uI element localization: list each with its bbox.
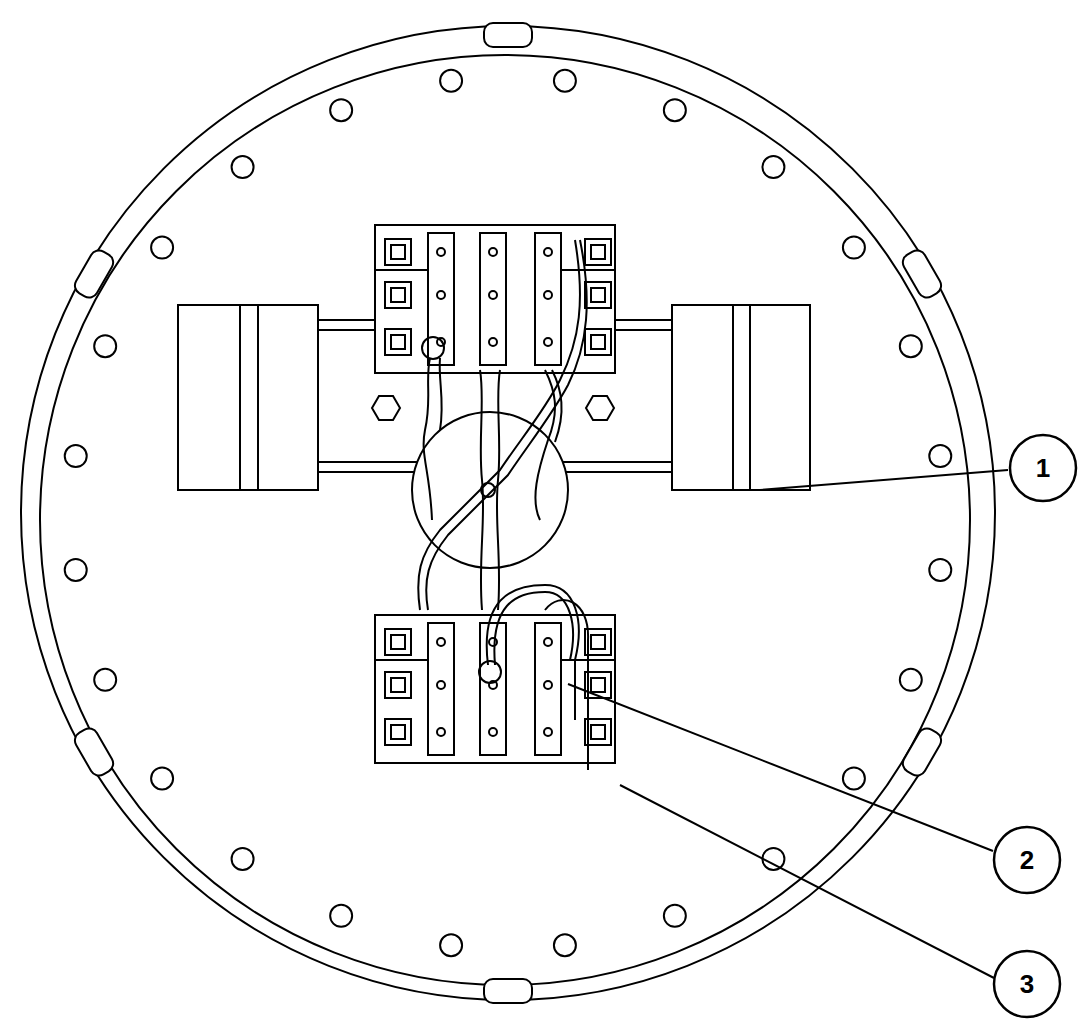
strip-hole <box>437 291 445 299</box>
bolt-hole <box>554 934 576 956</box>
plate-inner-edge <box>40 55 970 985</box>
plate-tab <box>484 23 532 47</box>
terminal-blocks <box>375 225 615 763</box>
block-line <box>375 659 428 661</box>
terminal <box>585 239 611 265</box>
bolt-hole <box>65 559 87 581</box>
terminal-screw <box>591 245 605 259</box>
terminal-screw <box>391 725 405 739</box>
terminal <box>385 329 411 355</box>
bolt-hole <box>440 70 462 92</box>
bolt-hole <box>151 767 173 789</box>
bolt-hole <box>330 905 352 927</box>
bolt-hole <box>232 156 254 178</box>
bolt-hole <box>762 156 784 178</box>
terminal-screw <box>591 288 605 302</box>
bolt-hole <box>900 669 922 691</box>
bolt-hole <box>843 237 865 259</box>
plate-outer-edge <box>21 26 995 1000</box>
terminal-screw <box>391 288 405 302</box>
bolt-hole <box>664 99 686 121</box>
bolt-hole <box>929 559 951 581</box>
terminal-strip <box>480 233 506 365</box>
plate-tab <box>900 725 945 779</box>
terminal <box>385 239 411 265</box>
bolt-hole <box>94 335 116 357</box>
terminal <box>385 672 411 698</box>
terminal-screw <box>391 635 405 649</box>
bolt-hole <box>65 445 87 467</box>
bolt-hole <box>843 767 865 789</box>
callout-circles <box>994 435 1076 1017</box>
terminal-screw <box>591 635 605 649</box>
bolt-hole <box>232 848 254 870</box>
strip-hole <box>544 681 552 689</box>
block-line <box>561 269 615 271</box>
terminal-strip <box>535 233 561 365</box>
strip-hole <box>489 248 497 256</box>
terminal-screw <box>391 678 405 692</box>
strip-hole <box>544 728 552 736</box>
terminal <box>585 282 611 308</box>
bolt-hole <box>929 445 951 467</box>
bolt-holes <box>65 70 952 957</box>
terminal <box>385 629 411 655</box>
strip-hole <box>544 291 552 299</box>
terminal <box>585 329 611 355</box>
terminal-screw <box>591 678 605 692</box>
plate-tab <box>900 247 945 301</box>
bolt-hole <box>151 237 173 259</box>
terminal <box>385 719 411 745</box>
plate-tab <box>72 247 117 301</box>
callout-number: 2 <box>997 840 1057 880</box>
block-line <box>375 269 428 271</box>
terminal-screw <box>391 335 405 349</box>
bolt-hole <box>554 70 576 92</box>
bolt-hole <box>664 905 686 927</box>
strip-hole <box>437 248 445 256</box>
terminal-strip <box>535 623 561 755</box>
terminal-strip <box>428 623 454 755</box>
strip-hole <box>489 728 497 736</box>
strip-hole <box>544 248 552 256</box>
terminal-strip <box>428 233 454 365</box>
strip-hole <box>489 338 497 346</box>
terminal-screw <box>591 725 605 739</box>
plate-tab <box>72 725 117 779</box>
strip-hole <box>437 728 445 736</box>
wires <box>418 240 588 770</box>
callout-number: 3 <box>997 964 1057 1004</box>
bolt-hole <box>440 934 462 956</box>
bolt-hole <box>900 335 922 357</box>
bolt-hole <box>94 669 116 691</box>
terminal <box>385 282 411 308</box>
terminal-screw <box>391 245 405 259</box>
strip-hole <box>437 681 445 689</box>
strip-hole <box>544 638 552 646</box>
bolt-hole <box>330 99 352 121</box>
strip-hole <box>544 338 552 346</box>
leader-lines <box>568 470 1008 978</box>
strip-hole <box>437 638 445 646</box>
terminal-screw <box>591 335 605 349</box>
terminal-strip <box>480 623 506 755</box>
callout-number: 1 <box>1013 448 1073 488</box>
strip-hole <box>489 291 497 299</box>
bolt-hole <box>762 848 784 870</box>
plate-tabs <box>72 23 945 1003</box>
plate-tab <box>484 979 532 1003</box>
